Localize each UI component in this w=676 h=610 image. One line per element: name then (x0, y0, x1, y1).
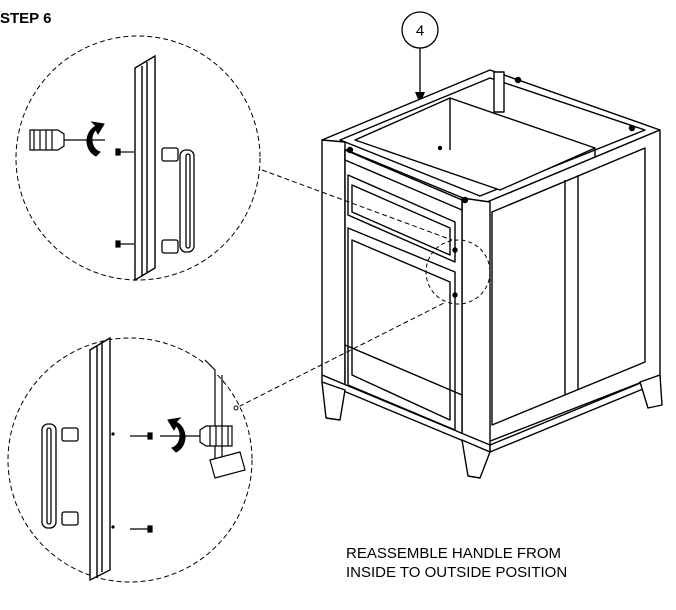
screw-icon (115, 148, 134, 248)
leader-line-top (261, 169, 453, 241)
handle-top-detail (161, 147, 195, 254)
instruction-line-2: INSIDE TO OUTSIDE POSITION (346, 564, 568, 581)
handle-bottom-detail (41, 423, 79, 529)
rotate-arrow-icon (86, 121, 105, 157)
part-callout-number: 4 (416, 23, 424, 40)
rotate-arrow-icon (167, 417, 186, 453)
detail-view-top (15, 35, 261, 282)
detail-marker (425, 239, 491, 305)
step-title: STEP 6 (0, 10, 52, 27)
screw-icon (130, 432, 153, 533)
callout-arrow-icon (415, 92, 425, 104)
screwdriver-icon (29, 129, 105, 151)
detail-view-bottom (7, 336, 253, 583)
instruction-text: REASSEMBLE HANDLE FROM INSIDE TO OUTSIDE… (346, 544, 567, 582)
part-callout: 4 (401, 11, 439, 104)
cabinet (321, 69, 663, 479)
instruction-line-1: REASSEMBLE HANDLE FROM (346, 545, 562, 562)
